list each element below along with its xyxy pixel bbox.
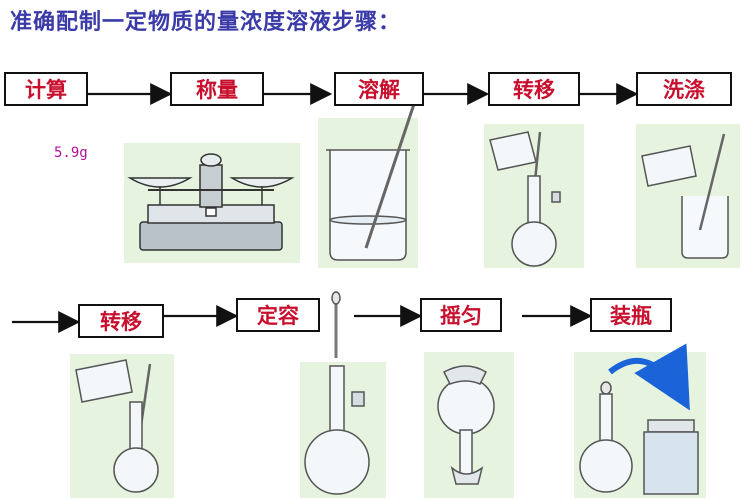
step-calculate-label: 计算 bbox=[25, 78, 67, 102]
transfer-flask-icon-2 bbox=[75, 359, 159, 493]
step-bottle: 装瓶 bbox=[590, 298, 672, 332]
step-shake: 摇匀 bbox=[420, 298, 502, 332]
transfer-flask-icon bbox=[489, 131, 561, 267]
step-transfer-2-label: 转移 bbox=[100, 310, 142, 334]
step-wash: 洗涤 bbox=[636, 72, 732, 106]
beaker-rod-icon bbox=[326, 103, 416, 261]
step-weigh: 称量 bbox=[170, 72, 264, 106]
step-calculate: 计算 bbox=[4, 72, 88, 106]
volumetric-flask-icon bbox=[304, 291, 370, 495]
step-weigh-label: 称量 bbox=[196, 78, 238, 102]
step-constant-volume: 定容 bbox=[236, 298, 320, 332]
step-dissolve: 溶解 bbox=[334, 72, 424, 106]
step-bottle-label: 装瓶 bbox=[610, 304, 652, 328]
balance-icon bbox=[127, 153, 295, 251]
step-transfer-2: 转移 bbox=[78, 304, 164, 338]
step-shake-label: 摇匀 bbox=[440, 304, 482, 328]
step-wash-label: 洗涤 bbox=[663, 78, 705, 102]
step-constant-volume-label: 定容 bbox=[257, 304, 299, 328]
step-transfer-1: 转移 bbox=[488, 72, 580, 106]
bottling-icon bbox=[579, 343, 699, 495]
washing-icon bbox=[641, 133, 729, 259]
step-dissolve-label: 溶解 bbox=[358, 78, 400, 102]
shaking-icon bbox=[437, 365, 495, 485]
page-title: 准确配制一定物质的量浓度溶液步骤： bbox=[10, 10, 402, 35]
step-transfer-1-label: 转移 bbox=[513, 78, 555, 102]
weight-label: 5.9g bbox=[54, 145, 88, 161]
